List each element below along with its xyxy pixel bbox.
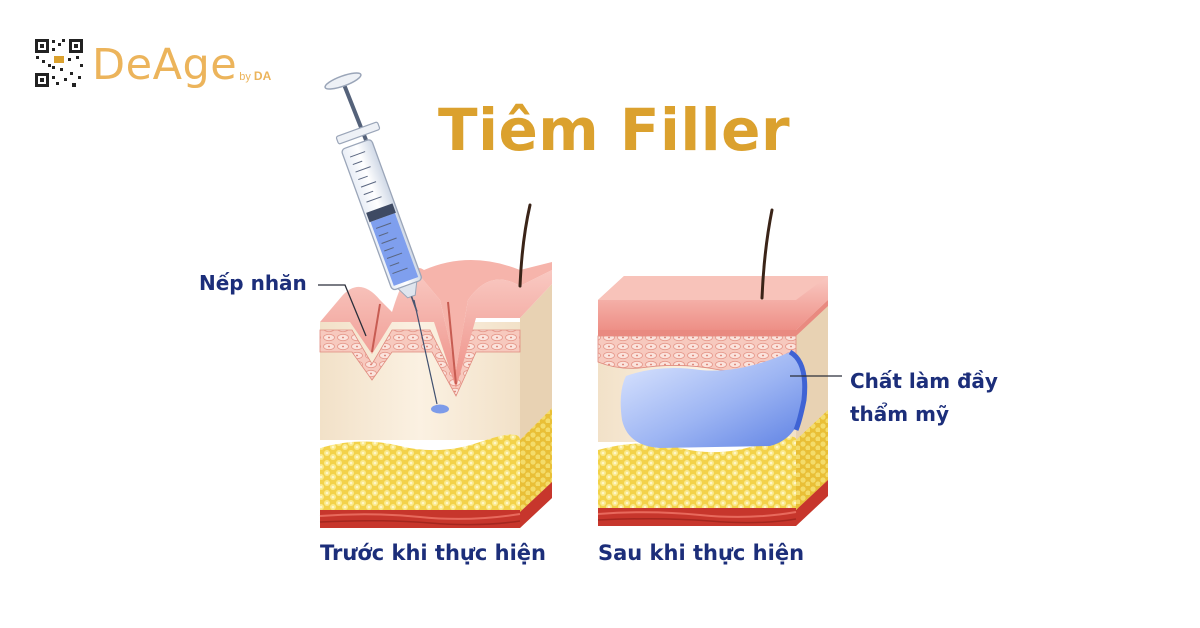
- syringe-icon: [324, 72, 422, 312]
- qr-code-icon: [34, 38, 84, 88]
- skin-block-before: [319, 203, 552, 528]
- brand-suffix: by DA: [239, 69, 272, 83]
- wrinkle-leader-line: [318, 284, 367, 337]
- brand-logo: DeAge by DA: [34, 38, 271, 88]
- wrinkle-label: Nếp nhăn: [199, 271, 307, 295]
- filler-label-line2: thẩm mỹ: [850, 402, 949, 426]
- brand-name: DeAge: [92, 40, 238, 90]
- needle-trail: [413, 299, 438, 405]
- page-title: Tiêm Filler: [438, 96, 791, 164]
- filler-label-line1: Chất làm đầy: [850, 369, 998, 393]
- filler-label: Chất làm đầy thẩm mỹ: [850, 365, 998, 431]
- skin-block-after: [597, 208, 828, 526]
- caption-after: Sau khi thực hiện: [598, 541, 805, 565]
- caption-before: Trước khi thực hiện: [320, 541, 546, 565]
